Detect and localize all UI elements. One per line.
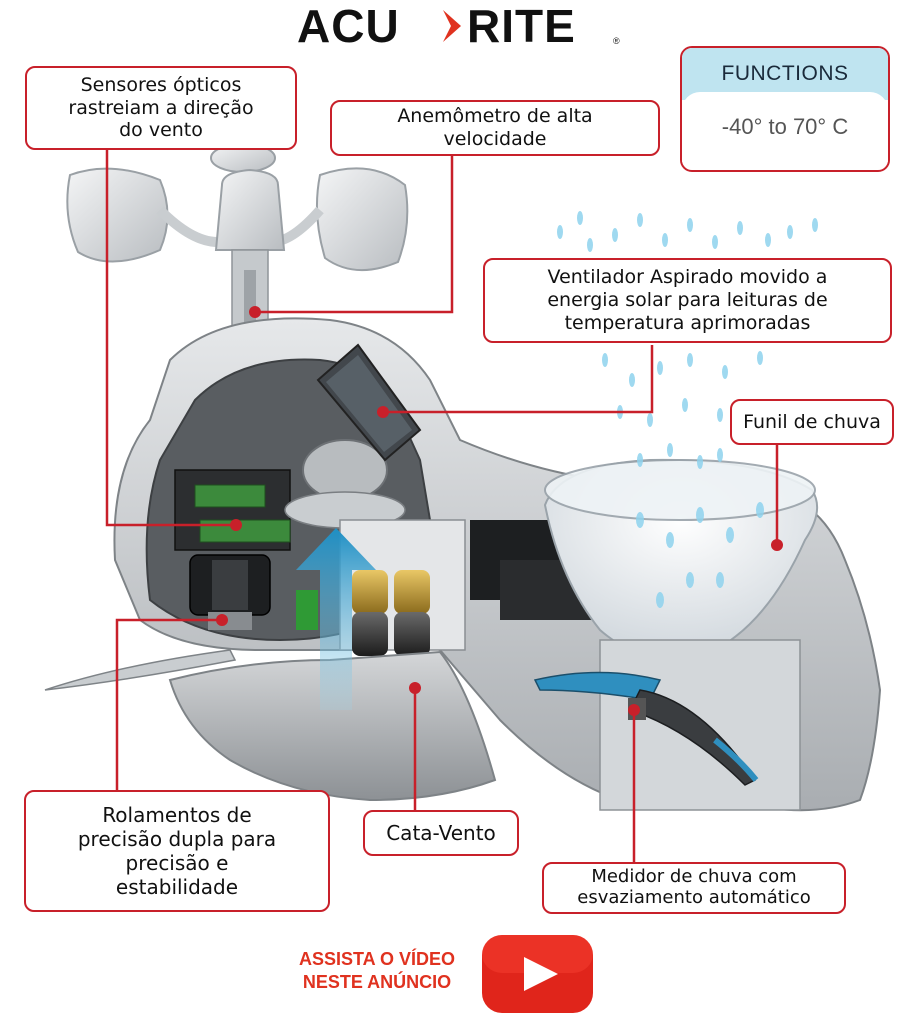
acurite-logo: ACU RITE ®: [297, 2, 620, 50]
watch-video-line1: ASSISTA O VÍDEO: [298, 949, 456, 969]
callout-rain-gauge-text: Medidor de chuva com esvaziamento automá…: [577, 866, 811, 908]
youtube-play-icon[interactable]: [480, 933, 595, 1015]
batteries: [352, 570, 430, 656]
callout-optical-sensors-text: Sensores ópticos rastreiam a direção do …: [68, 73, 254, 142]
airflow-arrow-icon: [296, 528, 376, 710]
logo-chevron-icon: [443, 10, 461, 42]
tipping-bucket: [533, 671, 759, 786]
logo-registered-mark: ®: [613, 36, 620, 46]
rain-drops-icon: [557, 211, 818, 608]
logo-text-left: ACU: [297, 2, 400, 50]
callout-wind-vane-text: Cata-Vento: [386, 821, 496, 845]
logo-text-right: RITE: [467, 2, 576, 50]
functions-value: -40° to 70° C: [682, 92, 888, 162]
callout-anemometer-text: Anemômetro de alta velocidade: [397, 105, 593, 150]
callout-bearings-text: Rolamentos de precisão dupla para precis…: [77, 803, 277, 899]
watch-video-cta[interactable]: ASSISTA O VÍDEO NESTE ANÚNCIO: [272, 948, 482, 995]
functions-panel: FUNCTIONS -40° to 70° C: [680, 46, 890, 172]
callout-leader-lines: [105, 145, 779, 862]
callout-rain-funnel-text: Funil de chuva: [743, 410, 881, 433]
callout-wind-vane: Cata-Vento: [363, 810, 519, 856]
callout-anchor-dots: [216, 306, 783, 716]
callout-solar-fan-text: Ventilador Aspirado movido a energia sol…: [547, 266, 828, 334]
callout-rain-funnel: Funil de chuva: [730, 399, 894, 445]
callout-rain-gauge: Medidor de chuva com esvaziamento automá…: [542, 862, 846, 914]
functions-title: FUNCTIONS: [682, 48, 888, 100]
wind-vane: [44, 649, 497, 802]
watch-video-line2: NESTE ANÚNCIO: [302, 972, 452, 993]
callout-optical-sensors: Sensores ópticos rastreiam a direção do …: [25, 66, 297, 150]
callout-anemometer: Anemômetro de alta velocidade: [330, 100, 660, 156]
callout-solar-fan: Ventilador Aspirado movido a energia sol…: [483, 258, 892, 343]
anemometer-cups: [66, 143, 409, 400]
callout-bearings: Rolamentos de precisão dupla para precis…: [24, 790, 330, 912]
